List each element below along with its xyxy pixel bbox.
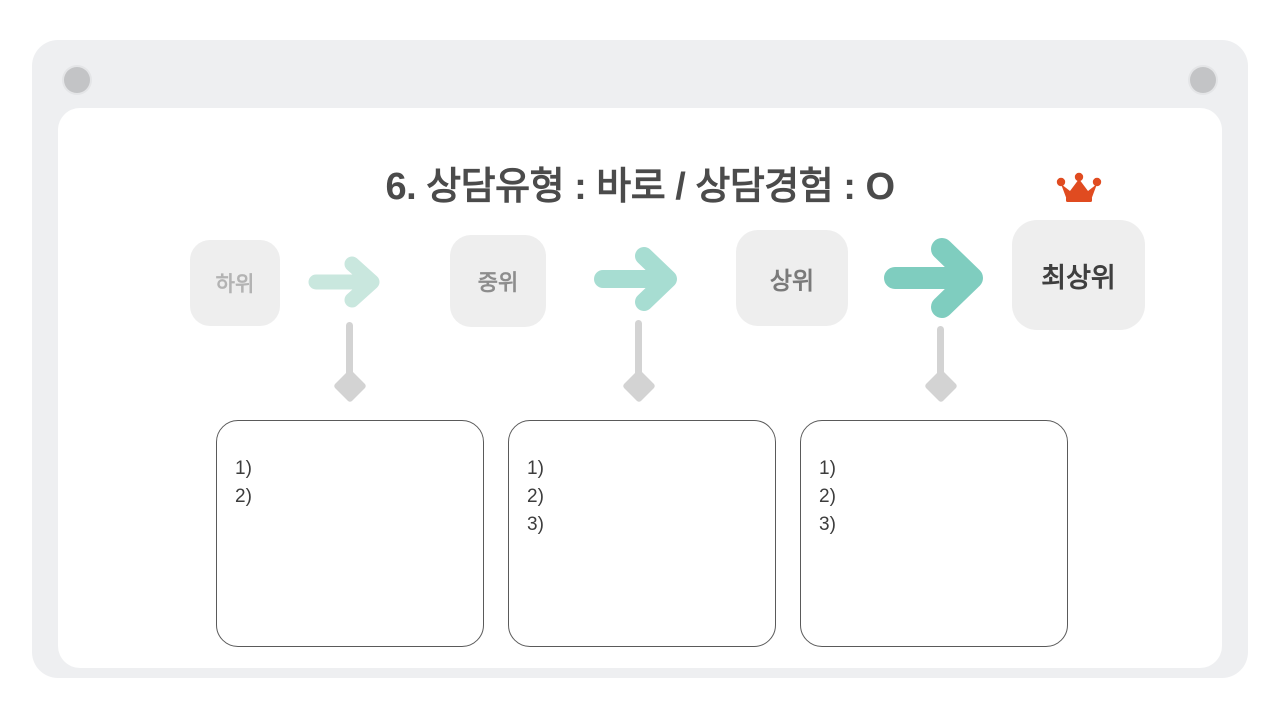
note-card-2[interactable]: 1) 2) 3) [508, 420, 776, 647]
arrow-low-to-mid-icon [308, 250, 392, 314]
stage-label: 하위 [215, 273, 255, 296]
crown-icon [1055, 170, 1103, 204]
page-title: 6. 상담유형 : 바로 / 상담경험 : O [385, 166, 895, 208]
stage-chip-high[interactable]: 상위 [736, 230, 848, 326]
connector-line [346, 322, 353, 384]
stage-chip-mid[interactable]: 중위 [450, 235, 546, 327]
note-card-3[interactable]: 1) 2) 3) [800, 420, 1068, 647]
stage-label: 상위 [769, 267, 815, 295]
list-item[interactable]: 2) [235, 486, 252, 507]
stage-chip-top[interactable]: 최상위 [1012, 220, 1145, 330]
connector-line [937, 326, 944, 384]
connector-line [635, 320, 642, 384]
arrow-high-to-top-icon [884, 233, 996, 323]
arrow-mid-to-high-icon [594, 241, 690, 317]
list-item[interactable]: 2) [527, 486, 544, 507]
window-dot-left-icon[interactable] [64, 67, 90, 93]
window-dot-right-icon[interactable] [1190, 67, 1216, 93]
stage-chip-low[interactable]: 하위 [190, 240, 280, 326]
list-item[interactable]: 1) [819, 458, 836, 479]
list-item[interactable]: 1) [527, 458, 544, 479]
stage-label: 중위 [477, 270, 519, 295]
list-item[interactable]: 1) [235, 458, 252, 479]
note-card-1[interactable]: 1) 2) [216, 420, 484, 647]
list-item[interactable]: 3) [819, 514, 836, 535]
list-item[interactable]: 3) [527, 514, 544, 535]
stage-label: 최상위 [1041, 262, 1116, 293]
list-item[interactable]: 2) [819, 486, 836, 507]
